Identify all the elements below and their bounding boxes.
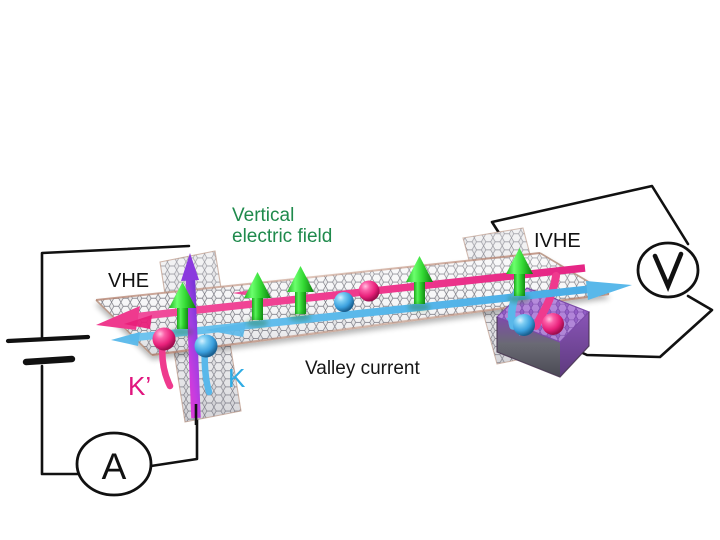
k-valley-label: K <box>228 363 246 393</box>
k-mid-arrowhead <box>205 323 246 337</box>
green-arrow-3 <box>287 266 314 321</box>
k-arrowhead-left <box>111 332 140 346</box>
valley-carrier-spheres <box>152 280 564 358</box>
gate-field-arrow <box>181 253 201 425</box>
green-arrow-1 <box>169 282 196 336</box>
k-prime-inner-arrowhead <box>124 315 152 329</box>
green-arrow-5 <box>506 248 533 303</box>
k-sphere-slab <box>513 314 535 336</box>
vertical-electric-field-label: Vertical electric field <box>232 205 332 248</box>
vhe-label: VHE <box>108 270 150 292</box>
k-sphere-left <box>194 334 218 358</box>
ammeter-symbol: A <box>102 446 127 487</box>
k-arrowhead-right <box>586 281 632 300</box>
k-prime-sphere-slab <box>542 313 564 335</box>
vertical-field-line2: electric field <box>232 226 333 248</box>
voltmeter-symbol <box>652 251 684 292</box>
green-arrow-4 <box>406 256 433 311</box>
voltmeter <box>636 241 700 299</box>
ivhe-label: IVHE <box>534 230 581 252</box>
k-prime-deflection-curve <box>532 272 560 330</box>
left-circuit-bottom-wire <box>40 364 80 476</box>
left-circuit-top-wire <box>40 244 191 339</box>
valley-current-label: Valley current <box>305 358 420 379</box>
vertical-field-arrows <box>169 248 533 336</box>
battery-short-plate <box>22 355 76 366</box>
ammeter: A <box>75 431 153 497</box>
gate-arrow-head <box>181 253 199 281</box>
green-arrow-2 <box>244 272 271 327</box>
k-prime-sphere-mid <box>358 280 380 302</box>
k-prime-sphere-left <box>152 327 176 351</box>
vertical-field-line1: Vertical <box>232 205 295 226</box>
battery-long-plate <box>5 334 91 344</box>
battery-symbol <box>5 334 91 366</box>
k-prime-valley-label: K’ <box>128 371 152 401</box>
gate-arrow-shaft <box>185 267 201 419</box>
k-sphere-mid <box>334 292 354 312</box>
